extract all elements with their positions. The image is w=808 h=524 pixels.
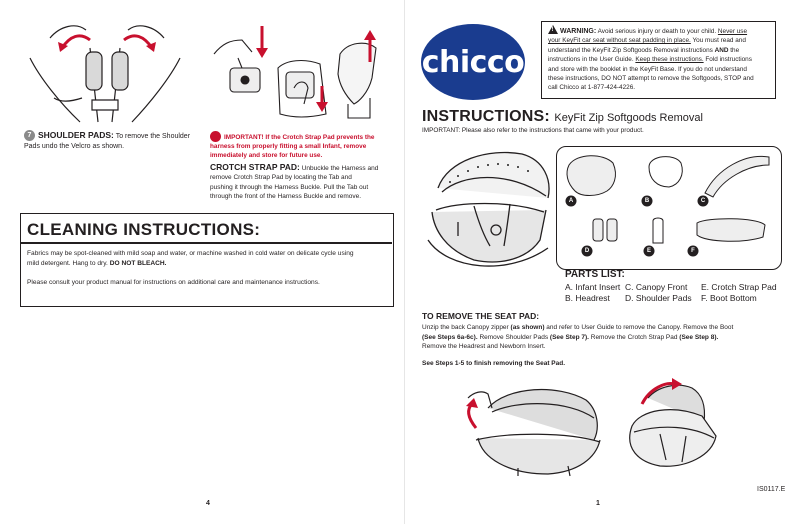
warning-l5: and store with the booklet in the KeyFit… bbox=[548, 65, 772, 74]
chicco-logo: chicco bbox=[421, 24, 525, 100]
part-item-c: C. Canopy Front bbox=[625, 282, 687, 292]
unzip-arrow-icon bbox=[469, 404, 476, 428]
warning-l3: understand the KeyFit Zip Softgoods Remo… bbox=[548, 47, 713, 54]
remove-l1c: and refer to User Guide to remove the Ca… bbox=[546, 324, 733, 331]
canopy-front-shape bbox=[705, 156, 769, 197]
remove-l1a: Unzip the back Canopy zipper bbox=[422, 324, 509, 331]
cleaning-no-bleach: DO NOT BLEACH. bbox=[110, 260, 167, 267]
remove-l2a: (See Steps 6a-6c). bbox=[422, 334, 478, 341]
part-badge-e: E bbox=[644, 246, 655, 257]
parts-list-title: PARTS LIST: bbox=[565, 269, 625, 280]
logo-text: chicco bbox=[422, 45, 525, 80]
step-8-important-c: immediately and store for future use. bbox=[210, 151, 400, 160]
step-8-text-c: pushing it through the Harness Buckle. P… bbox=[210, 183, 400, 192]
crotch-strap-pad-illustration bbox=[208, 18, 398, 128]
step-8-important-b: harness from properly fitting a small In… bbox=[210, 142, 400, 151]
remove-title: TO REMOVE THE SEAT PAD: bbox=[422, 311, 792, 321]
step-7-text-a: To remove the Shoulder bbox=[116, 133, 190, 140]
part-badge-f: F bbox=[688, 246, 699, 257]
step-8-text-b: remove Crotch Strap Pad by locating the … bbox=[210, 173, 400, 182]
part-badge-a: A bbox=[566, 196, 577, 207]
infant-insert-shape bbox=[567, 156, 615, 196]
instructions-important: IMPORTANT: Please also refer to the inst… bbox=[422, 127, 644, 134]
page-number-right: 1 bbox=[596, 500, 600, 507]
shoulder-pad-shape-2 bbox=[607, 219, 617, 241]
instructions-subtitle: KeyFit Zip Softgoods Removal bbox=[554, 112, 703, 124]
step-8-text-a: Unbuckle the Harness and bbox=[302, 165, 379, 172]
warning-l4b: Fold instructions bbox=[705, 56, 752, 63]
remove-canopy-illustration bbox=[612, 376, 732, 476]
warning-icon: ! bbox=[548, 25, 558, 34]
remove-l2d: Remove the Crotch Strap Pad bbox=[591, 334, 678, 341]
part-item-d: D. Shoulder Pads bbox=[625, 293, 692, 303]
step-7-text-b: Pads undo the Velcro as shown. bbox=[24, 142, 204, 152]
step-8-important-a: IMPORTANT! If the Crotch Strap Pad preve… bbox=[224, 134, 374, 141]
part-badge-b: B bbox=[642, 196, 653, 207]
cleaning-body: Fabrics may be spot-cleaned with mild so… bbox=[27, 249, 389, 288]
document-code: IS0117.E bbox=[757, 486, 785, 493]
remove-l2b: Remove Shoulder Pads bbox=[479, 334, 548, 341]
remove-l2c: (See Step 7). bbox=[550, 334, 589, 341]
page-fold bbox=[404, 0, 405, 524]
warning-l4: instructions in the User Guide. bbox=[548, 56, 634, 63]
warning-l3-the: the bbox=[730, 47, 739, 54]
step-8-title: CROTCH STRAP PAD: bbox=[210, 162, 300, 172]
unzip-canopy-illustration bbox=[458, 378, 608, 478]
shoulder-pads-illustration bbox=[20, 18, 192, 123]
warning-l4-underlined: Keep these instructions. bbox=[635, 56, 703, 63]
step-7-badge: 7 bbox=[24, 130, 35, 141]
remove-l2e: (See Step 8). bbox=[679, 334, 718, 341]
part-badge-c: C bbox=[698, 196, 709, 207]
remove-seat-pad-section: TO REMOVE THE SEAT PAD: Unzip the back C… bbox=[422, 311, 792, 367]
parts-list: PARTS LIST: A. Infant Insert B. Headrest… bbox=[565, 269, 625, 280]
cleaning-title: CLEANING INSTRUCTIONS: bbox=[27, 220, 260, 240]
warning-l3-and: AND bbox=[715, 47, 729, 54]
headrest-shape bbox=[649, 157, 682, 187]
remove-l3: Remove the Headrest and Newborn Insert. bbox=[422, 342, 792, 352]
warning-l2b: You must read and bbox=[692, 37, 745, 44]
warning-l1-underlined: Never use bbox=[718, 28, 747, 35]
part-item-f: F. Boot Bottom bbox=[701, 293, 757, 303]
shoulder-pad-shape-1 bbox=[593, 219, 603, 241]
remove-l4: See Steps 1-5 to finish removing the Sea… bbox=[422, 360, 792, 367]
step-8-badge: 8 bbox=[210, 131, 221, 142]
warning-icon-glyph: ! bbox=[552, 27, 554, 34]
cleaning-line-2: mild detergent. Hang to dry. bbox=[27, 260, 108, 267]
warning-label: WARNING: bbox=[560, 28, 596, 35]
step-7-title: SHOULDER PADS: bbox=[38, 130, 114, 140]
crotch-strap-pad-shape bbox=[653, 218, 663, 243]
instructions-title: INSTRUCTIONS: bbox=[422, 108, 550, 125]
cleaning-divider bbox=[21, 242, 392, 244]
instructions-heading: INSTRUCTIONS: KeyFit Zip Softgoods Remov… bbox=[422, 108, 703, 126]
part-item-a: A. Infant Insert bbox=[565, 282, 620, 292]
remove-l1b: (as shown) bbox=[511, 324, 545, 331]
part-item-b: B. Headrest bbox=[565, 293, 610, 303]
part-badge-d: D bbox=[582, 246, 593, 257]
cleaning-line-3: Please consult your product manual for i… bbox=[27, 278, 389, 288]
boot-bottom-shape bbox=[697, 219, 765, 242]
step-8-text-d: through the front of the Harness Buckle … bbox=[210, 192, 400, 201]
car-seat-illustration bbox=[418, 140, 558, 280]
warning-l7: call Chicco at 1-877-424-4226. bbox=[548, 83, 772, 92]
parts-box: A B C D E F bbox=[556, 146, 782, 270]
cleaning-instructions-box: CLEANING INSTRUCTIONS: Fabrics may be sp… bbox=[20, 213, 394, 307]
warning-l2: your KeyFit car seat without seat paddin… bbox=[548, 37, 691, 44]
part-item-e: E. Crotch Strap Pad bbox=[701, 282, 777, 292]
warning-l6: these instructions, DO NOT attempt to re… bbox=[548, 74, 772, 83]
warning-box: ! WARNING: Avoid serious injury or death … bbox=[541, 21, 776, 99]
cleaning-line-1: Fabrics may be spot-cleaned with mild so… bbox=[27, 249, 389, 259]
warning-l1: Avoid serious injury or death to your ch… bbox=[598, 28, 717, 35]
page-number-left: 4 bbox=[206, 500, 210, 507]
